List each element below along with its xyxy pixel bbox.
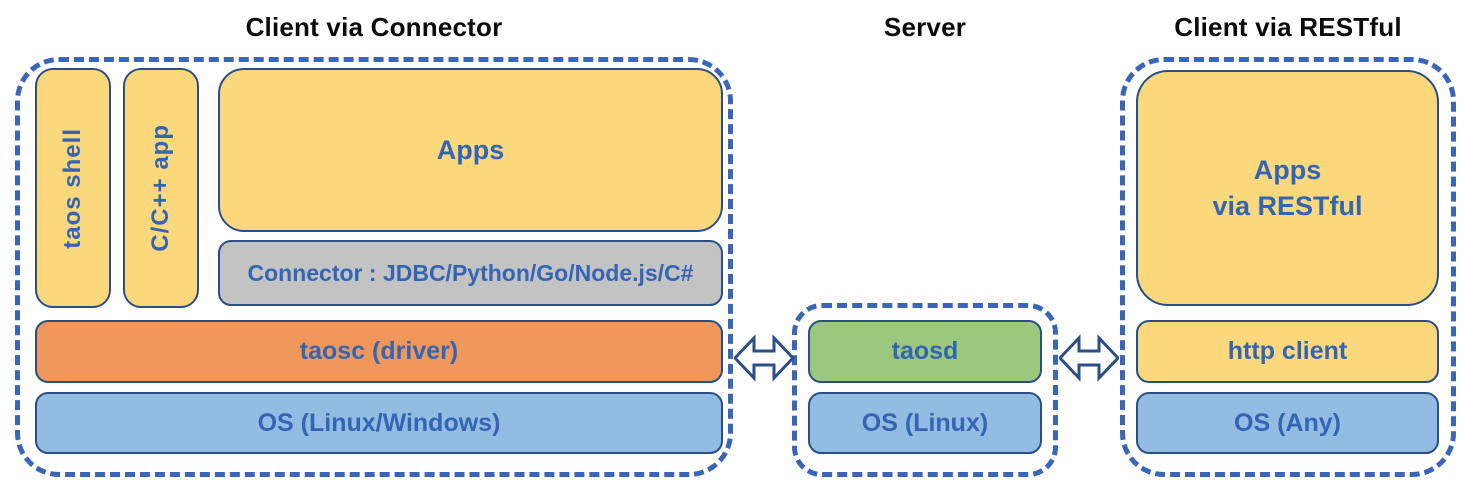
panel-server — [792, 303, 1058, 477]
http-client-box: http client — [1136, 320, 1439, 383]
apps-via-restful-box: Apps via RESTful — [1136, 70, 1439, 306]
panel-client-via-connector — [15, 57, 733, 477]
bidirectional-arrow-icon — [1059, 333, 1119, 383]
os-linux-windows-box: OS (Linux/Windows) — [35, 392, 723, 454]
connector-box: Connector : JDBC/Python/Go/Node.js/C# — [218, 240, 723, 306]
title-server: Server — [883, 12, 967, 42]
taos-shell-label: taos shell — [59, 127, 86, 249]
os-any-box: OS (Any) — [1136, 392, 1439, 454]
os-linux-box: OS (Linux) — [808, 392, 1042, 454]
taos-shell-box: taos shell — [35, 68, 111, 308]
taosd-box: taosd — [808, 320, 1042, 383]
bidirectional-arrow-icon — [734, 333, 794, 383]
cpp-app-label: C/C++ app — [147, 124, 174, 252]
title-client-via-restful: Client via RESTful — [1174, 12, 1402, 42]
apps-box: Apps — [218, 68, 723, 232]
title-client-via-connector: Client via Connector — [245, 12, 503, 42]
panel-client-via-restful — [1120, 57, 1456, 477]
taosc-driver-box: taosc (driver) — [35, 320, 723, 383]
cpp-app-box: C/C++ app — [123, 68, 199, 308]
